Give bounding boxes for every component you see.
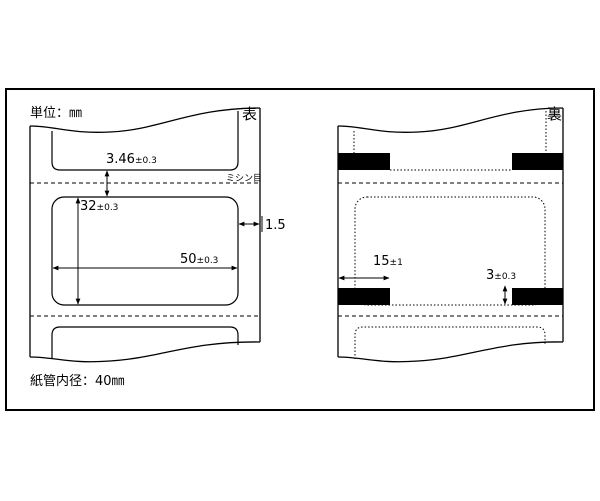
- gap-tolerance: ±0.3: [135, 156, 157, 166]
- gap-dimension-label: 3.46±0.3: [106, 152, 157, 167]
- front-middle-label: [51, 196, 239, 306]
- mark-height-tolerance: ±0.3: [494, 272, 516, 282]
- front-strip-top-edge: [29, 107, 261, 133]
- back-title: 裏: [547, 105, 562, 123]
- core-diameter-label: 紙管内径：40㎜: [30, 373, 125, 389]
- front-strip: [29, 107, 261, 363]
- width-value: 50: [180, 252, 197, 267]
- unit-label: 単位：㎜: [30, 105, 82, 121]
- mark-height-value: 3: [486, 268, 494, 283]
- black-mark-top-right: [512, 153, 563, 170]
- perforation-label: ミシン目: [226, 173, 262, 184]
- front-title: 表: [242, 105, 257, 123]
- back-bottom-label-outline: [354, 326, 546, 359]
- black-mark-bottom-right: [512, 288, 563, 305]
- mark-offset-value: 15: [373, 254, 390, 269]
- side-margin-label: 1.5: [265, 218, 286, 233]
- back-strip: [337, 107, 564, 363]
- back-strip-bottom-edge: [337, 341, 564, 363]
- black-mark-bottom-left: [338, 288, 390, 305]
- black-mark-top-left: [338, 153, 390, 170]
- front-bottom-label: [51, 326, 239, 358]
- front-top-label: [51, 111, 239, 171]
- gap-value: 3.46: [106, 152, 135, 167]
- height-dimension-label: 32±0.3: [80, 199, 118, 214]
- width-dimension-label: 50±0.3: [180, 252, 218, 267]
- height-tolerance: ±0.3: [97, 203, 119, 213]
- height-value: 32: [80, 199, 97, 214]
- mark-offset-label: 15±1: [373, 254, 403, 269]
- mark-offset-tolerance: ±1: [390, 258, 403, 268]
- back-top-label-outline: [353, 111, 547, 171]
- mark-height-label: 3±0.3: [486, 268, 516, 283]
- back-strip-top-edge: [337, 107, 564, 133]
- width-tolerance: ±0.3: [197, 256, 219, 266]
- outer-frame: [5, 88, 595, 411]
- front-strip-bottom-edge: [29, 341, 261, 363]
